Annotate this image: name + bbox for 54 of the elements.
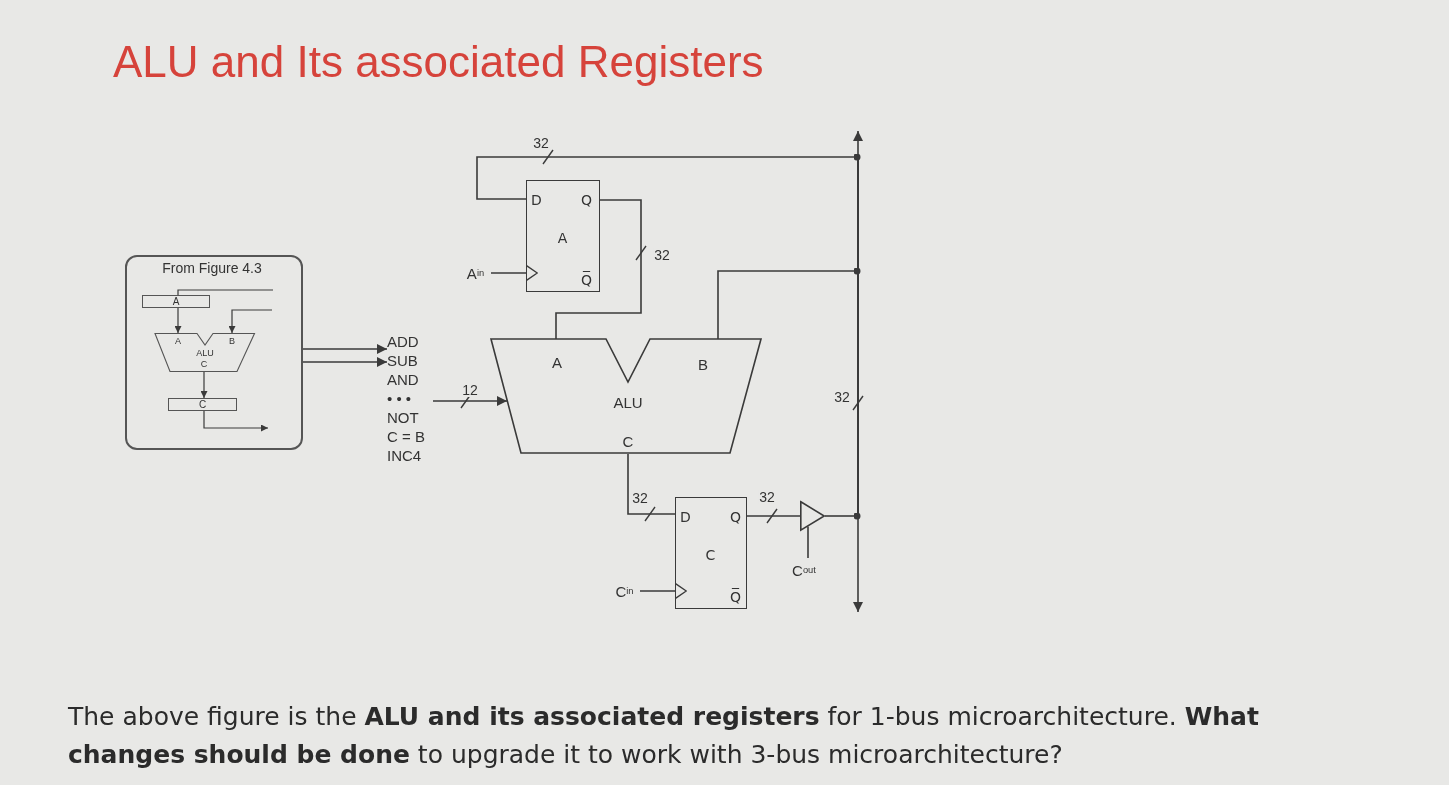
register-box	[675, 497, 747, 609]
port-label: A	[175, 336, 181, 346]
arrow	[302, 357, 388, 367]
arrow	[639, 583, 687, 599]
arrow	[432, 396, 508, 406]
alu-block	[155, 333, 255, 372]
arrow	[200, 371, 208, 399]
bus-width-label: 32	[833, 390, 851, 404]
wire	[717, 267, 861, 340]
register-label: A	[557, 230, 568, 245]
register-label: C	[705, 547, 716, 562]
arrow	[228, 309, 273, 334]
arrow	[490, 265, 538, 281]
port-label: B	[698, 356, 708, 372]
question-text: The above figure is the ALU and its associated registers for 1-bus microarchitecture. What changes should be done to upgrade it to work with 3-bus microarchitecture?	[68, 701, 1260, 771]
wire	[177, 289, 274, 296]
pin-label: Q	[581, 192, 592, 207]
bus-line	[857, 157, 859, 516]
wire	[627, 453, 676, 515]
port-label: C	[622, 433, 634, 449]
wire	[476, 153, 861, 200]
register-label: C	[198, 399, 207, 410]
register-box	[168, 398, 237, 411]
inset-frame	[125, 255, 303, 450]
wire	[746, 515, 801, 517]
bus-width-label: 32	[532, 136, 550, 150]
pin-label: D	[531, 192, 542, 207]
wire	[555, 199, 642, 340]
wire	[824, 512, 861, 520]
pin-label: Q̅	[581, 272, 592, 287]
operation-list: ADD SUB AND • • • NOT C = B INC4	[387, 332, 433, 465]
slide-title: ALU and Its associated Registers	[113, 38, 764, 87]
pin-label: Q	[730, 509, 741, 524]
port-label: A	[552, 354, 562, 370]
alu-label: ALU	[613, 394, 643, 410]
wire	[807, 525, 809, 559]
port-label: C	[200, 359, 208, 369]
port-label: B	[229, 336, 235, 346]
bus-width-label: 32	[653, 248, 671, 262]
arrow	[203, 410, 269, 432]
register-label: A	[172, 296, 180, 307]
tri-state-buffer	[800, 501, 825, 531]
bus-width-label: 32	[758, 490, 776, 504]
pin-label: Q̅	[730, 589, 741, 604]
arrow	[174, 307, 182, 334]
register-box	[142, 295, 210, 308]
inset-title: From Figure 4.3	[162, 261, 262, 275]
bus-width-label: 32	[631, 491, 649, 505]
alu-label: ALU	[196, 348, 214, 358]
pin-label: D	[680, 509, 691, 524]
alu-block	[491, 338, 762, 454]
register-box	[526, 180, 600, 292]
bus-width-label: 12	[461, 383, 479, 397]
arrow	[302, 344, 388, 354]
